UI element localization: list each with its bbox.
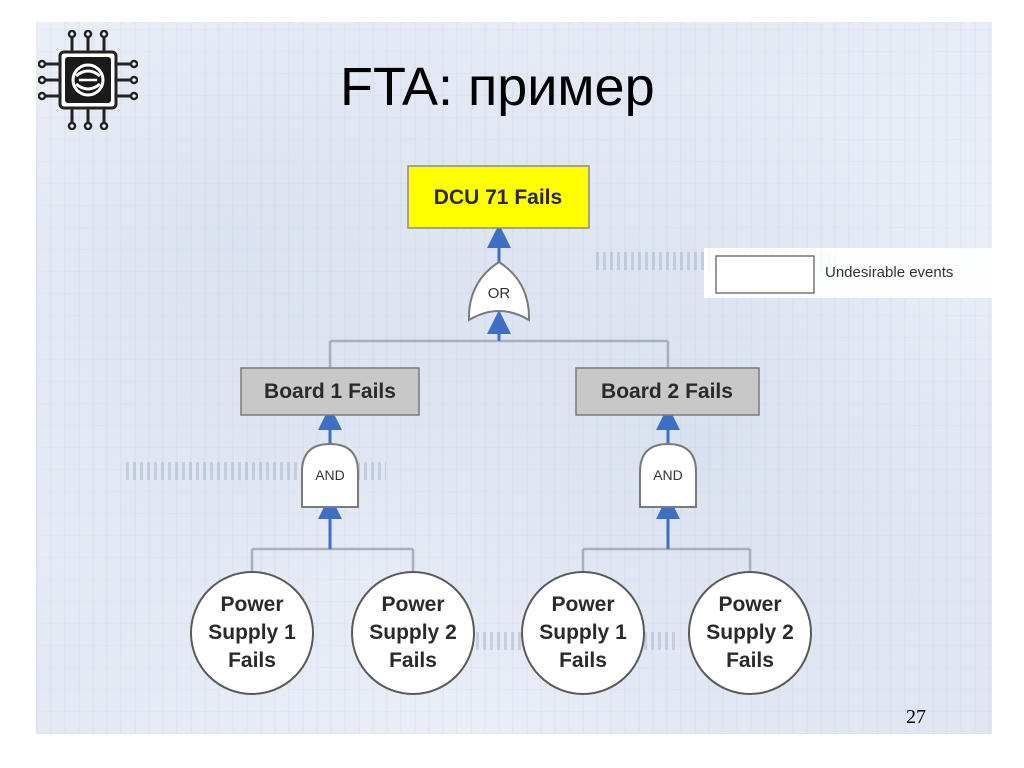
or-gate: OR bbox=[467, 260, 531, 322]
basic-event-3-line-2: Supply 1 bbox=[539, 621, 627, 644]
basic-event-2-line-1: Power bbox=[381, 593, 444, 616]
legend: Undesirable events bbox=[704, 248, 994, 298]
top-event-label: DCU 71 Fails bbox=[434, 186, 562, 209]
basic-event-1-line-3: Fails bbox=[228, 649, 276, 672]
basic-event-2-line-2: Supply 2 bbox=[369, 621, 457, 644]
and-gate-left: AND bbox=[301, 442, 359, 508]
legend-swatch bbox=[715, 255, 815, 294]
basic-event-4-line-2: Supply 2 bbox=[706, 621, 794, 644]
board-1-label: Board 1 Fails bbox=[264, 380, 396, 403]
basic-event-4-line-3: Fails bbox=[726, 649, 774, 672]
chip-logo-icon bbox=[38, 30, 138, 130]
basic-event-3-line-3: Fails bbox=[559, 649, 607, 672]
board-2-label: Board 2 Fails bbox=[601, 380, 733, 403]
slide-title: FTA: пример bbox=[340, 57, 655, 117]
basic-event-1-line-2: Supply 1 bbox=[208, 621, 296, 644]
and-gate-left-label: AND bbox=[315, 467, 345, 483]
board-2-node: Board 2 Fails bbox=[575, 367, 760, 416]
basic-event-4-line-1: Power bbox=[718, 593, 781, 616]
page-number: 27 bbox=[906, 706, 926, 728]
basic-event-2: Power Supply 2 Fails bbox=[351, 571, 475, 695]
or-gate-label: OR bbox=[488, 285, 511, 302]
basic-event-3-line-1: Power bbox=[551, 593, 614, 616]
board-1-node: Board 1 Fails bbox=[240, 367, 420, 416]
basic-event-2-line-3: Fails bbox=[389, 649, 437, 672]
and-gate-right-label: AND bbox=[653, 467, 683, 483]
and-gate-right: AND bbox=[639, 442, 697, 508]
basic-event-4: Power Supply 2 Fails bbox=[688, 571, 812, 695]
top-event-node: DCU 71 Fails bbox=[407, 165, 590, 229]
legend-label: Undesirable events bbox=[825, 264, 953, 281]
basic-event-3: Power Supply 1 Fails bbox=[521, 571, 645, 695]
basic-event-1-line-1: Power bbox=[220, 593, 283, 616]
basic-event-1: Power Supply 1 Fails bbox=[190, 571, 314, 695]
